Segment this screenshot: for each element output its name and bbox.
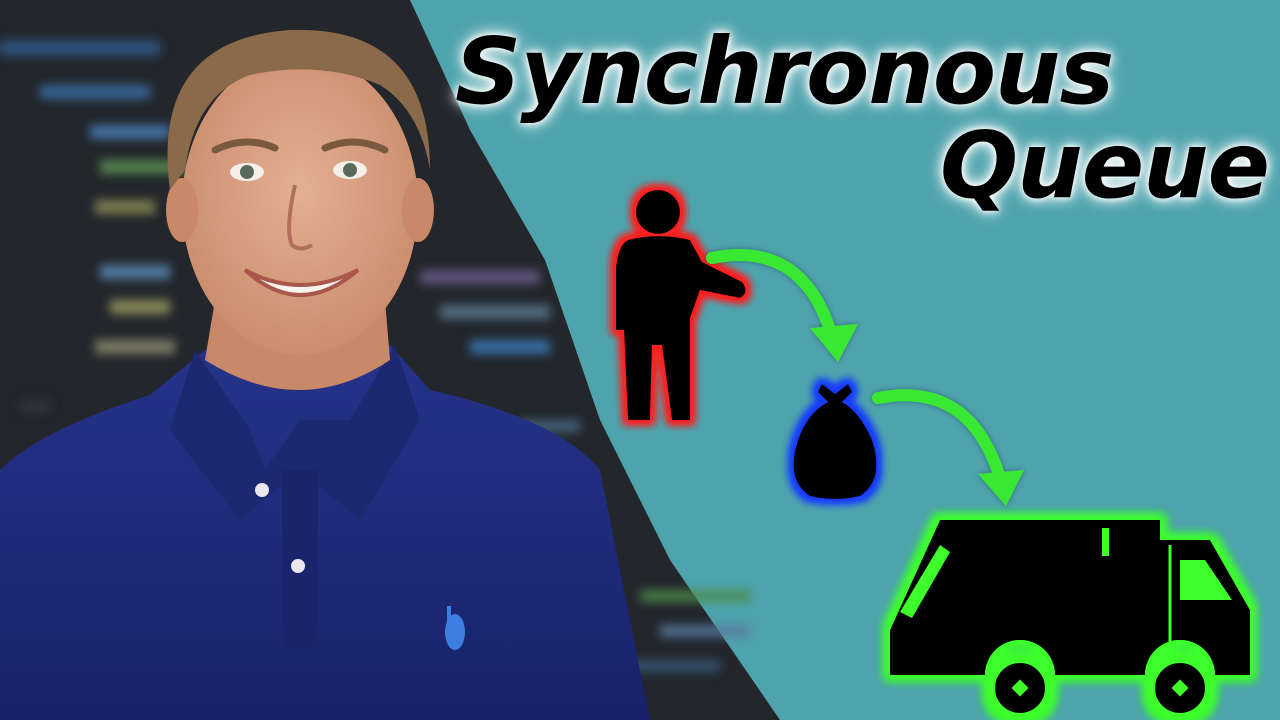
person-icon: [616, 190, 746, 420]
smile: [243, 268, 360, 297]
curved-arrow-icon: [872, 389, 1024, 506]
polo-logo-icon: [445, 606, 465, 650]
shirt-button: [291, 559, 305, 573]
title-line-2: Queue: [940, 112, 1270, 219]
presenter: [0, 29, 650, 720]
face: [182, 55, 418, 355]
shirt-collar: [170, 345, 420, 520]
garbage-truck-icon: [890, 520, 1250, 719]
shirt-button: [255, 483, 269, 497]
curved-arrow-icon: [706, 249, 858, 362]
hair: [167, 29, 430, 191]
title-line-1: Synchronous: [455, 18, 1114, 125]
garbage-bag-icon: [793, 384, 877, 499]
polo-shirt: [0, 345, 650, 720]
